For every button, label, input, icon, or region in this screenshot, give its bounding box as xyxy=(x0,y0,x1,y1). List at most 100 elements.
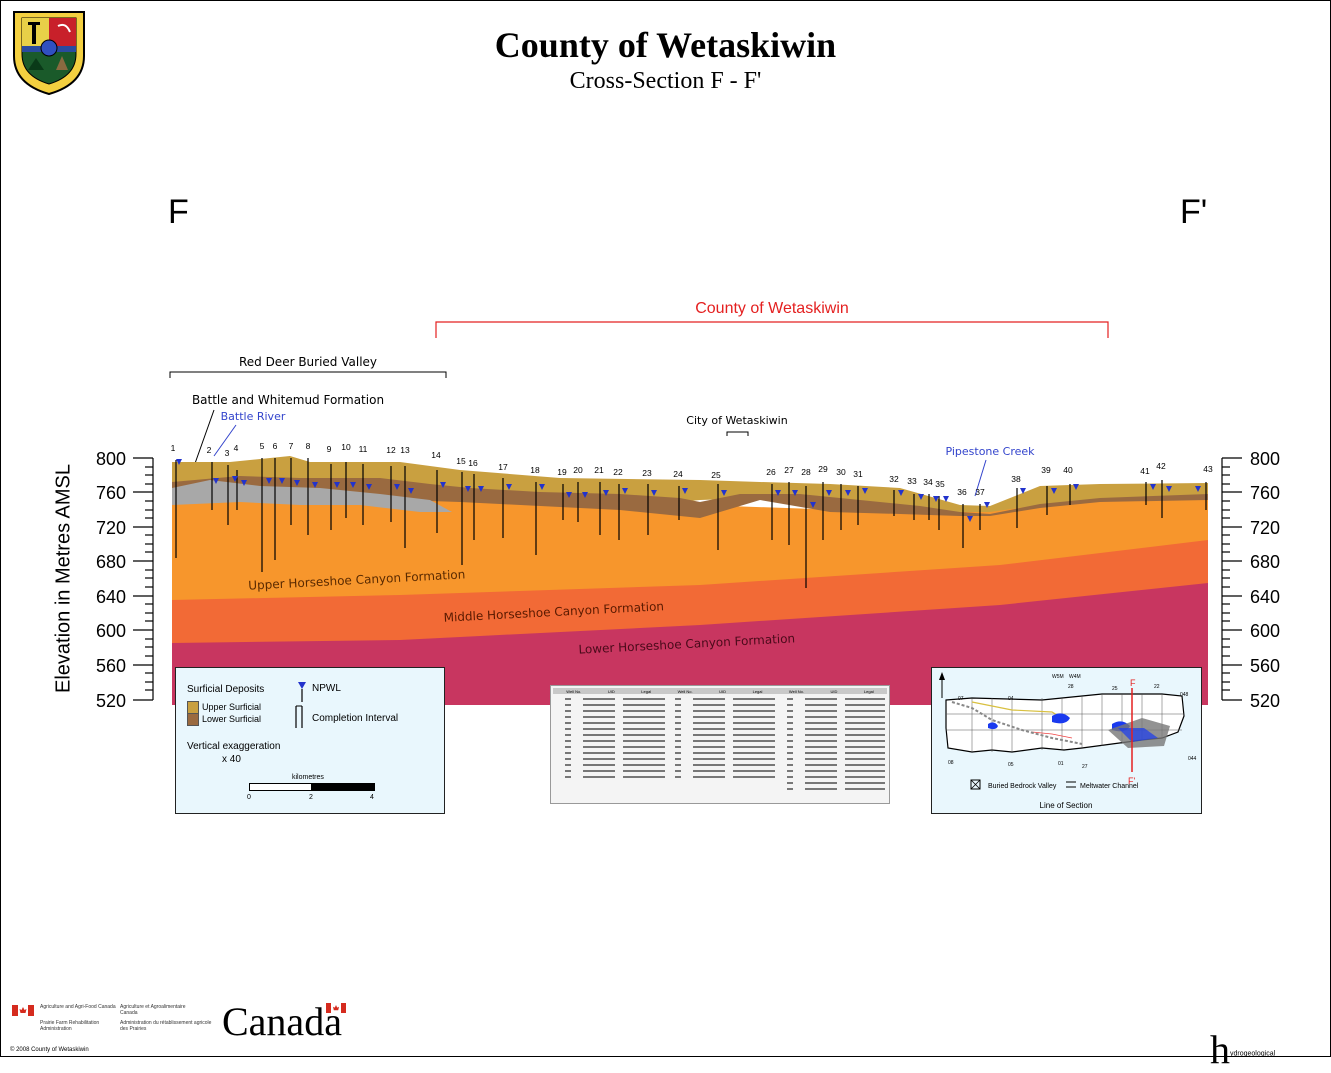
left-axis xyxy=(133,458,153,700)
scale-tick-0: 0 xyxy=(247,794,251,801)
pfra-en: Prairie Farm Rehabilitation Administrati… xyxy=(40,1020,120,1032)
svg-text:13: 13 xyxy=(400,445,410,455)
svg-text:39: 39 xyxy=(1041,465,1051,475)
svg-text:24: 24 xyxy=(673,469,683,479)
agency-fr: Agriculture et Agroalimentaire Canada xyxy=(120,1004,200,1016)
svg-text:42: 42 xyxy=(1156,461,1166,471)
svg-text:7: 7 xyxy=(289,441,294,451)
svg-text:640: 640 xyxy=(96,587,126,607)
svg-text:23: 23 xyxy=(642,468,652,478)
lower-surficial-label: Lower Surficial xyxy=(202,714,261,724)
svg-text:W4M: W4M xyxy=(1069,674,1081,680)
svg-text:044: 044 xyxy=(1188,756,1197,762)
well-table-header-labels: Well No.UIDLegal Well No.UIDLegal Well N… xyxy=(553,688,887,695)
svg-text:17: 17 xyxy=(498,462,508,472)
red-deer-bracket xyxy=(170,372,446,378)
svg-text:6: 6 xyxy=(273,441,278,451)
pfra-fr: Administration du rétablissement agricol… xyxy=(120,1020,214,1032)
svg-text:10: 10 xyxy=(341,442,351,452)
scale-tick-4: 4 xyxy=(370,794,374,801)
scale-bar-black xyxy=(311,783,375,791)
svg-text:38: 38 xyxy=(1011,474,1021,484)
completion-label: Completion Interval xyxy=(312,713,398,724)
svg-text:048: 048 xyxy=(1180,692,1189,698)
right-axis xyxy=(1222,458,1242,700)
svg-text:600: 600 xyxy=(1250,621,1280,641)
svg-text:1: 1 xyxy=(171,443,176,453)
svg-text:11: 11 xyxy=(359,444,368,454)
svg-text:19: 19 xyxy=(557,467,567,477)
svg-text:21: 21 xyxy=(594,465,604,475)
svg-text:600: 600 xyxy=(96,621,126,641)
svg-text:27: 27 xyxy=(1082,764,1088,770)
svg-text:29: 29 xyxy=(818,464,828,474)
svg-text:26: 26 xyxy=(766,467,776,477)
location-map: F F' W5M W4M 07 04 28 25 22 048 08 05 01… xyxy=(932,668,1201,813)
surficial-title: Surficial Deposits xyxy=(187,684,264,695)
location-map-panel: F F' W5M W4M 07 04 28 25 22 048 08 05 01… xyxy=(931,667,1202,814)
svg-text:20: 20 xyxy=(573,465,583,475)
scale-bar-white xyxy=(249,783,313,791)
canada-wordmark: Canada xyxy=(222,998,342,1045)
svg-text:640: 640 xyxy=(1250,587,1280,607)
svg-text:05: 05 xyxy=(1008,762,1014,768)
copyright: © 2008 County of Wetaskiwin xyxy=(10,1047,89,1053)
canada-flag-icon xyxy=(12,1005,34,1016)
svg-text:36: 36 xyxy=(957,487,967,497)
svg-text:43: 43 xyxy=(1203,464,1213,474)
svg-text:41: 41 xyxy=(1140,466,1150,476)
right-axis-ticks: 800 760 720 680 640 600 560 520 xyxy=(1250,449,1280,711)
svg-text:07: 07 xyxy=(958,696,964,702)
scale-tick-2: 2 xyxy=(309,794,313,801)
county-label: County of Wetaskiwin xyxy=(695,300,849,317)
svg-text:22: 22 xyxy=(1154,684,1160,690)
scale-title: kilometres xyxy=(292,774,324,781)
svg-text:37: 37 xyxy=(975,487,985,497)
lower-surficial-swatch xyxy=(187,713,199,726)
svg-text:08: 08 xyxy=(948,760,954,766)
svg-text:680: 680 xyxy=(1250,552,1280,572)
svg-text:5: 5 xyxy=(260,441,265,451)
svg-text:34: 34 xyxy=(923,477,933,487)
svg-text:15: 15 xyxy=(456,456,466,466)
svg-text:25: 25 xyxy=(711,470,721,480)
svg-text:4: 4 xyxy=(234,443,239,453)
svg-text:16: 16 xyxy=(468,458,478,468)
svg-text:22: 22 xyxy=(613,467,623,477)
line-of-section-title: Line of Section xyxy=(1040,801,1093,810)
svg-text:35: 35 xyxy=(935,479,945,489)
svg-text:25: 25 xyxy=(1112,686,1118,692)
svg-text:720: 720 xyxy=(96,518,126,538)
svg-text:04: 04 xyxy=(1008,696,1014,702)
svg-text:760: 760 xyxy=(96,483,126,503)
svg-text:32: 32 xyxy=(889,474,899,484)
svg-text:12: 12 xyxy=(386,445,396,455)
svg-text:800: 800 xyxy=(1250,449,1280,469)
npwl-label: NPWL xyxy=(312,683,341,694)
svg-text:33: 33 xyxy=(907,476,917,486)
city-label: City of Wetaskiwin xyxy=(686,414,787,427)
svg-text:W5M: W5M xyxy=(1052,674,1064,680)
left-axis-ticks: 800 760 720 680 640 600 560 520 xyxy=(96,449,126,711)
hydrogeological-logo: hydrogeological xyxy=(1210,1026,1275,1073)
svg-text:2: 2 xyxy=(207,445,212,455)
svg-text:560: 560 xyxy=(1250,656,1280,676)
well-table-rows xyxy=(551,696,889,801)
svg-text:9: 9 xyxy=(327,444,332,454)
hydro-word: ydrogeological xyxy=(1230,1050,1275,1057)
svg-text:3: 3 xyxy=(225,448,230,458)
svg-text:560: 560 xyxy=(96,656,126,676)
battle-whitemud-label: Battle and Whitemud Formation xyxy=(192,393,384,407)
svg-text:680: 680 xyxy=(96,552,126,572)
hydro-letter: h xyxy=(1210,1027,1230,1072)
svg-text:40: 40 xyxy=(1063,465,1073,475)
svg-text:14: 14 xyxy=(431,450,441,460)
svg-text:27: 27 xyxy=(784,465,794,475)
svg-text:31: 31 xyxy=(853,469,863,479)
upper-surficial-label: Upper Surficial xyxy=(202,702,261,712)
svg-text:30: 30 xyxy=(836,467,846,477)
legend-panel: Surficial Deposits Upper Surficial Lower… xyxy=(175,667,445,814)
county-bracket xyxy=(436,322,1108,338)
